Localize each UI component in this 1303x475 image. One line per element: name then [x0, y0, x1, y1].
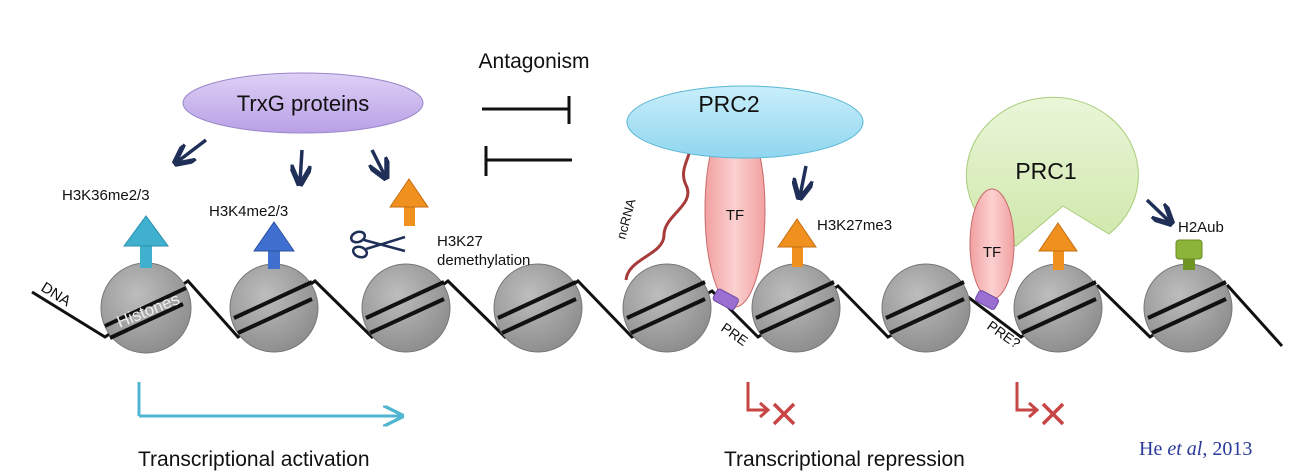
h3k27me3-label: H3K27me3 — [817, 217, 892, 234]
nucleosome-1 — [100, 262, 192, 354]
h2aub-mark — [1175, 239, 1203, 270]
prc2-label: PRC2 — [698, 91, 759, 117]
h3k4-mark — [253, 221, 295, 269]
trxg-arrow-3 — [372, 149, 385, 176]
nucleosome-6 — [751, 263, 841, 353]
blunt-arrow-icon — [482, 96, 571, 124]
nucleosome-7 — [881, 263, 971, 353]
trxg-arrow-2 — [300, 149, 302, 182]
antagonism-label: Antagonism — [479, 50, 590, 73]
ncrna-strand — [624, 129, 693, 281]
h3k27-mark — [389, 178, 429, 226]
scissors-icon — [349, 230, 406, 259]
bent-arrow-icon-2 — [1015, 382, 1040, 419]
nucleosome-9 — [1143, 263, 1233, 353]
prc2-ellipse — [626, 85, 864, 159]
citation-year: , 2013 — [1202, 438, 1253, 460]
activation-label: Transcriptional activation — [138, 448, 370, 471]
cross-icon-1 — [772, 402, 796, 426]
bent-arrow-icon-1 — [746, 382, 771, 419]
citation: He et al, 2013 — [1139, 438, 1252, 461]
h3k4-label: H3K4me2/3 — [209, 203, 288, 220]
trxg-arrow-1 — [177, 138, 208, 162]
activation-arrow — [137, 382, 400, 416]
h3k27-label-line1: H3K27 — [437, 233, 483, 250]
h2aub-label: H2Aub — [1178, 219, 1224, 236]
blunt-arrow-icon-reverse — [484, 146, 572, 176]
prc1-h3k27-mark — [1038, 222, 1078, 270]
citation-etal: et al — [1167, 438, 1203, 460]
prc1-label: PRC1 — [1015, 158, 1076, 184]
prc2-arrow — [800, 165, 806, 196]
pre-box-1 — [712, 288, 739, 311]
h3k36-label: H3K36me2/3 — [62, 187, 150, 204]
h3k27me3-mark — [777, 218, 817, 267]
prc1-arrow — [1145, 198, 1170, 222]
trxg-proteins-ellipse — [182, 72, 424, 134]
cross-icon-2 — [1041, 402, 1065, 426]
pre-box-2 — [975, 290, 999, 310]
nucleosome-3 — [361, 263, 451, 353]
citation-author: He — [1139, 438, 1168, 460]
tf-label-2: TF — [983, 244, 1001, 261]
nucleosome-5 — [622, 263, 712, 353]
h3k27-label-line2: demethylation — [437, 252, 530, 269]
nucleosome-4 — [493, 263, 583, 353]
tf-label-1: TF — [726, 207, 744, 224]
repression-label: Transcriptional repression — [724, 448, 965, 471]
h3k36-mark — [123, 215, 169, 268]
ncrna-label: ncRNA — [613, 197, 638, 241]
nucleosome-8 — [1013, 263, 1103, 353]
trxg-label: TrxG proteins — [237, 91, 369, 116]
nucleosome-2 — [229, 263, 319, 353]
